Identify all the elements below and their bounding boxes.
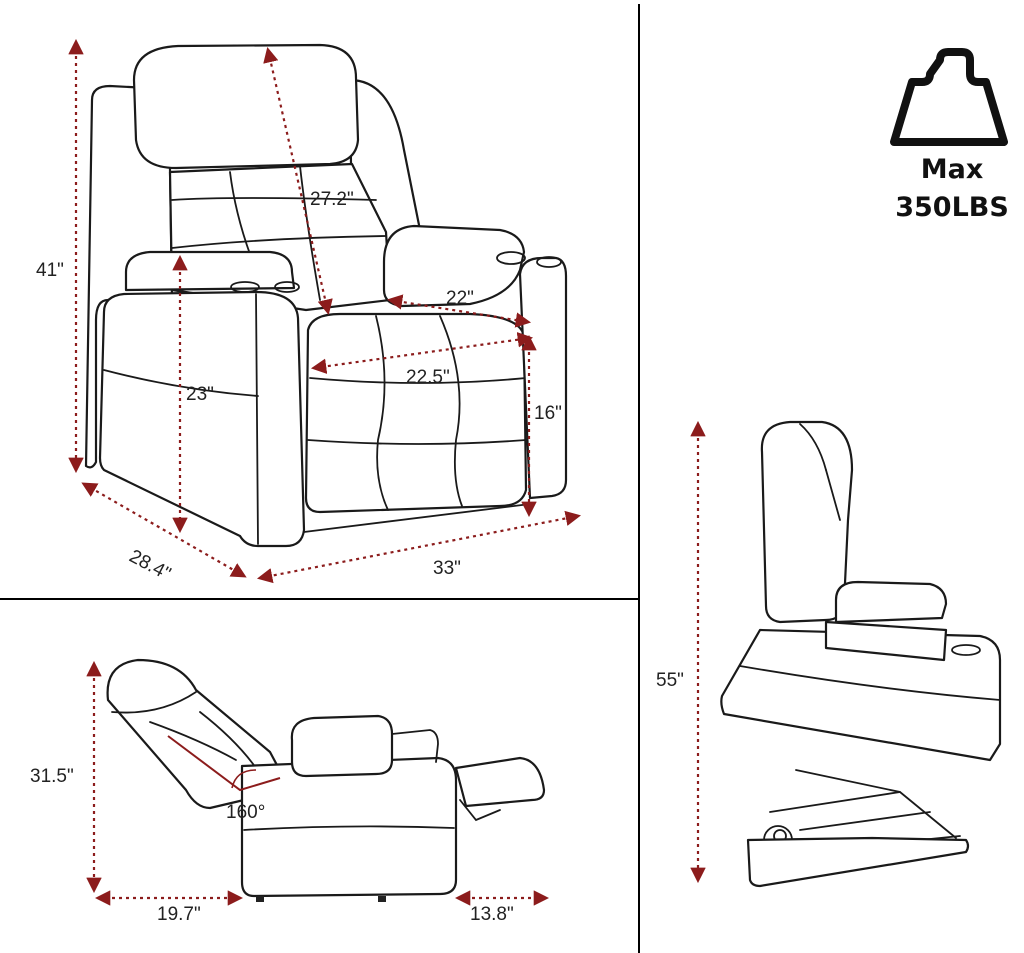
label-depth: 28.4": [126, 546, 174, 585]
weight-line-max: Max: [921, 154, 984, 185]
label-front-clearance: 13.8": [470, 904, 514, 925]
front-view-chair: [84, 43, 568, 548]
label-width: 33": [433, 558, 461, 579]
label-back-height: 27.2": [310, 189, 354, 210]
arrow-width: [256, 510, 582, 584]
label-arm-height: 23": [186, 384, 214, 405]
label-height-overall: 41": [36, 260, 64, 281]
lift-view-chair: [720, 420, 1002, 888]
arrow-depth: [81, 482, 247, 578]
angle-lines: [167, 735, 281, 792]
label-recline-height: 31.5": [30, 766, 74, 787]
arrow-arm-depth: [386, 294, 532, 328]
label-lift-height: 55": [656, 670, 684, 691]
label-seat-height: 16": [534, 403, 562, 424]
label-arm-depth: 22": [446, 288, 474, 309]
recline-view-chair: [106, 658, 546, 902]
label-seat-width: 22.5": [406, 367, 450, 388]
weight-line-capacity: 350LBS: [895, 192, 1009, 223]
weight-icon: [890, 48, 1008, 146]
label-back-clearance: 19.7": [157, 904, 201, 925]
arrow-back-height: [263, 46, 333, 316]
angle-arc: [231, 769, 257, 789]
front-view-dimension-arrows: [68, 38, 582, 584]
label-recline-angle: 160°: [226, 802, 265, 823]
arrow-seat-width: [310, 332, 534, 374]
recline-view-dimension-arrows: [86, 660, 550, 906]
